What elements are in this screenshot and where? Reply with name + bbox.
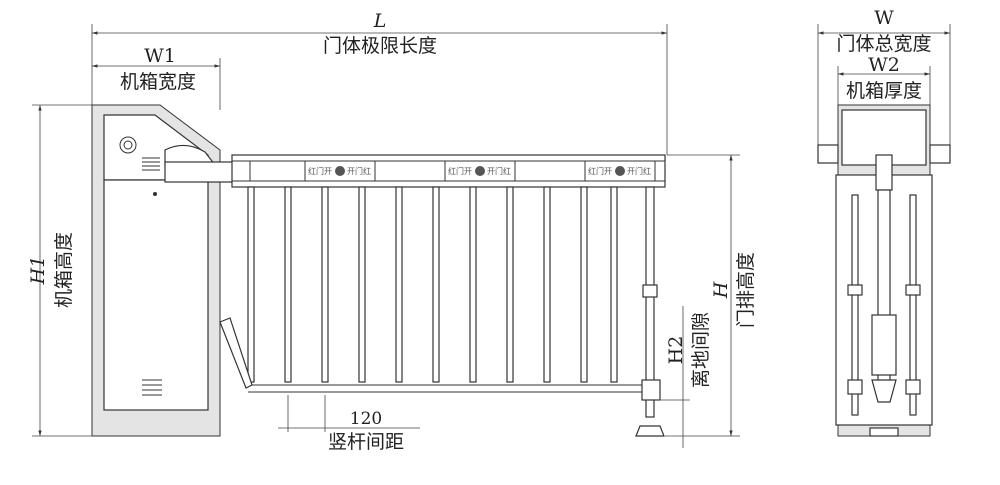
- total-width-symbol: W: [874, 7, 894, 29]
- logo-text-right: 开门红: [487, 166, 511, 176]
- picket-spacing-label: 竖杆间距: [328, 431, 404, 453]
- cabinet-width-label: 机箱宽度: [120, 71, 196, 93]
- length-label: 门体极限长度: [323, 35, 437, 57]
- total-width-dimension: W 门体总宽度: [817, 7, 951, 145]
- gate-top-beam: [164, 154, 666, 188]
- ground-clearance-dimension: H2 离地间隙: [655, 306, 740, 448]
- cabinet-height-symbol: H1: [27, 256, 49, 286]
- bar-logo-3: 红门开 开门红: [584, 160, 656, 182]
- logo-text-left: 红门开: [308, 166, 332, 176]
- total-width-label: 门体总宽度: [836, 33, 931, 55]
- cabinet-width-dimension: W1 机箱宽度: [92, 45, 221, 110]
- length-symbol: L: [373, 10, 387, 32]
- support-leg: [635, 186, 665, 437]
- vent-icon: [142, 379, 162, 396]
- logo-text-left: 红门开: [588, 166, 612, 176]
- gate-pickets: [219, 186, 650, 393]
- logo-text-right: 开门红: [627, 166, 651, 176]
- gate-height-dimension: H 门排高度: [667, 154, 757, 436]
- gear-logo-icon: [335, 166, 345, 176]
- cabinet-width-symbol: W1: [144, 45, 176, 67]
- gear-logo-icon: [119, 136, 137, 154]
- ground-clearance-label: 离地间隙: [690, 312, 712, 388]
- gear-logo-icon: [615, 166, 625, 176]
- cabinet-depth-symbol: W2: [868, 54, 900, 76]
- ground-clearance-symbol: H2: [665, 336, 687, 365]
- bar-logo-2: 红门开 开门红: [444, 160, 516, 182]
- motor-cabinet: [91, 104, 221, 437]
- cabinet-depth-dimension: W2 机箱厚度: [837, 54, 931, 110]
- logo-text-right: 开门红: [347, 166, 371, 176]
- gear-logo-icon: [475, 166, 485, 176]
- cabinet-height-label: 机箱高度: [53, 232, 75, 308]
- cabinet-height-dimension: H1 机箱高度: [27, 104, 92, 437]
- cabinet-depth-label: 机箱厚度: [846, 80, 922, 102]
- gate-height-label: 门排高度: [735, 252, 757, 328]
- bar-logo-1: 红门开 开门红: [304, 160, 376, 182]
- logo-text-left: 红门开: [448, 166, 472, 176]
- length-dimension: L 门体极限长度: [91, 10, 668, 155]
- side-view: [817, 104, 951, 437]
- picket-spacing-dimension: 120 竖杆间距: [278, 395, 420, 453]
- picket-spacing-value: 120: [350, 409, 382, 429]
- gate-height-symbol: H: [710, 281, 732, 299]
